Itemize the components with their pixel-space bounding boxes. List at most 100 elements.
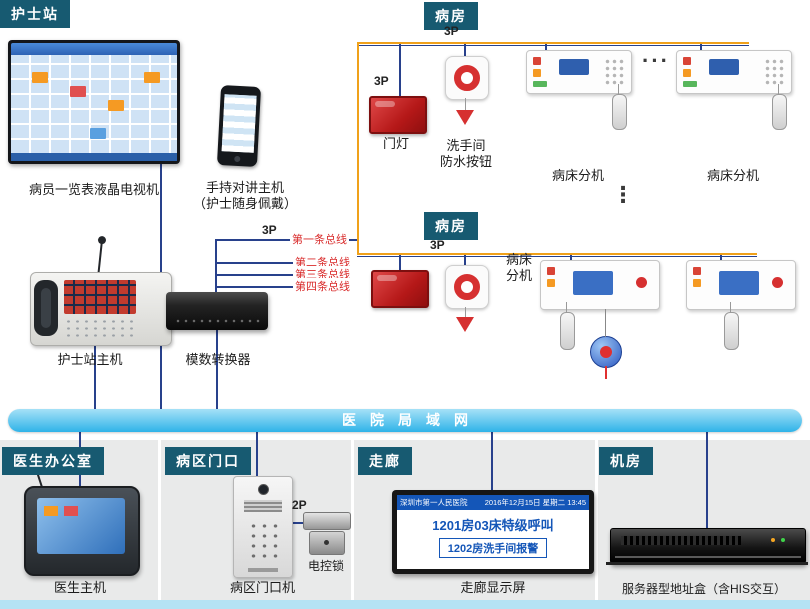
panel-green-button <box>533 81 547 87</box>
patient-list-tv <box>8 40 180 164</box>
keypad <box>246 519 280 559</box>
pull-cord-cone-1 <box>456 110 474 125</box>
drop-wire-bed-1 <box>545 44 547 52</box>
electric-lock-plate <box>303 512 351 530</box>
electric-lock-body <box>309 531 345 555</box>
doctor-host-caption: 医生主机 <box>53 580 106 595</box>
server-bar <box>615 556 801 558</box>
panel-screen <box>719 271 759 295</box>
phone-screen <box>221 94 257 153</box>
button-ring <box>454 65 480 91</box>
panel-orange-button <box>683 69 691 77</box>
p3-label-ward2: 3P <box>430 238 445 252</box>
ward2-bed-caption: 病床 分机 <box>500 252 538 285</box>
wire-ward1-trunk-2 <box>357 45 749 46</box>
handset-4 <box>724 302 739 350</box>
lan-downlink-entrance <box>256 432 258 478</box>
ellipsis-vertical: ⋮ <box>612 182 634 207</box>
phone-home-button <box>234 155 241 163</box>
tv-caption: 病员一览表液晶电视机 <box>28 182 159 197</box>
host-keypad <box>64 318 136 338</box>
lan-uplink-host <box>94 344 96 410</box>
door-light-1 <box>369 96 427 134</box>
section-label-ward-2: 病房 <box>424 212 478 240</box>
pendant-call-button <box>590 309 622 379</box>
handheld-caption-line1: 手持对讲主机 <box>205 180 284 195</box>
section-label-machine-room: 机房 <box>599 447 653 475</box>
panel-screen <box>573 271 613 295</box>
wire-ward2-trunk <box>357 253 757 255</box>
bed-extension-panel-2 <box>676 50 792 94</box>
highlight-cell <box>108 100 124 111</box>
highlight-cell <box>70 86 86 97</box>
panel-keys <box>764 58 786 86</box>
handset-2 <box>772 84 787 130</box>
hospital-name: 深圳市第一人民医院 <box>400 498 468 507</box>
wire-bus-2 <box>215 262 345 264</box>
drop-wire-doorlight-1 <box>399 44 401 96</box>
drop-wire-button-2 <box>464 255 466 265</box>
bus-line-label-4: 第四条总线 <box>293 278 352 294</box>
display-header: 深圳市第一人民医院 2016年12月15日 星期二 13:45 <box>397 495 589 510</box>
panel-screen <box>709 59 739 75</box>
alert-line-1: 1201房03床特级呼叫 <box>432 518 554 533</box>
panel-orange-button <box>693 279 701 287</box>
corridor-display: 深圳市第一人民医院 2016年12月15日 星期二 13:45 1201房03床… <box>392 490 594 574</box>
button-caption: 洗手间 防水按钮 <box>432 138 500 171</box>
panel-green-button <box>683 81 697 87</box>
panel-red-button <box>693 267 701 275</box>
host-screen <box>64 280 136 314</box>
bus-line-label-1: 第一条总线 <box>290 231 349 247</box>
lan-downlink-corridor <box>491 432 493 491</box>
handset-1 <box>612 84 627 130</box>
section-label-ward-1: 病房 <box>424 2 478 30</box>
host-mic <box>97 242 103 276</box>
bed-extension-panel-3 <box>540 260 660 310</box>
p3-label-bus: 3P <box>262 223 277 237</box>
card-slot <box>248 568 278 572</box>
p3-label-ward1-left: 3P <box>374 74 389 88</box>
pull-cord-1 <box>465 98 466 110</box>
entrance-caption: 病区门口机 <box>229 580 295 595</box>
wire-lock <box>291 522 305 524</box>
highlight-cell <box>32 72 48 83</box>
waterproof-button-2 <box>445 265 489 309</box>
p3-label-ward1-top: 3P <box>444 24 459 38</box>
server-led <box>781 538 785 542</box>
display-screen: 深圳市第一人民医院 2016年12月15日 星期二 13:45 1201房03床… <box>397 495 589 569</box>
wire-bus-vertical <box>215 239 217 292</box>
panel-red-button <box>533 57 541 65</box>
button-ring <box>454 274 480 300</box>
wire-bus-4 <box>215 286 345 288</box>
tv-footer-bar <box>11 153 177 161</box>
drop-wire-bed-2 <box>700 44 702 52</box>
ward2-bed-caption-line2: 分机 <box>505 268 532 284</box>
section-label-ward-entrance: 病区门口 <box>165 447 251 475</box>
lan-downlink-server <box>706 432 708 529</box>
converter-caption: 模数转换器 <box>185 352 251 367</box>
server-caption: 服务器型地址盒（含HIS交互） <box>621 582 786 596</box>
ellipsis-horizontal: ··· <box>642 48 670 73</box>
host-caption: 护士站主机 <box>57 352 123 367</box>
drop-wire-bed-4 <box>720 255 722 262</box>
bottom-accent-strip <box>0 600 810 609</box>
screen-tile <box>44 506 58 516</box>
highlight-cell <box>90 128 106 139</box>
p2-label: 2P <box>292 498 307 512</box>
button-caption-line1: 洗手间 <box>446 138 486 153</box>
speaker-grille <box>244 500 282 512</box>
wire-ward2-trunk-2 <box>357 256 757 257</box>
bed-extension-panel-1 <box>526 50 632 94</box>
bed-extension-caption-2: 病床分机 <box>706 168 759 183</box>
wire-bus-1 <box>215 239 359 241</box>
alert-line-2: 1202房洗手间报警 <box>438 538 548 558</box>
pull-cord-2 <box>465 307 466 317</box>
ad-converter <box>166 292 268 330</box>
door-light-2 <box>371 270 429 308</box>
corridor-display-caption: 走廊显示屏 <box>460 580 526 595</box>
lock-caption: 电控锁 <box>307 559 344 573</box>
handheld-intercom <box>216 85 262 167</box>
host-handset <box>34 280 58 336</box>
drop-wire-doorlight-2 <box>399 255 401 270</box>
doctor-host <box>24 486 140 576</box>
